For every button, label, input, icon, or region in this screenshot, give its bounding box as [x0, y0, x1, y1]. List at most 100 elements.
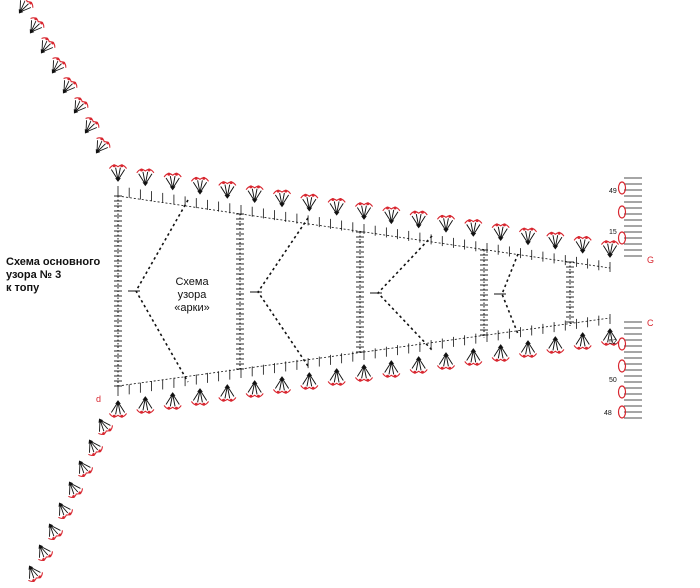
shell-stroke — [466, 349, 481, 363]
shell-stroke — [436, 365, 456, 370]
shell-stroke — [575, 239, 590, 253]
shell-stroke — [78, 467, 93, 477]
shell-stroke — [366, 202, 370, 206]
shell-stroke — [356, 365, 372, 379]
shell-stroke — [411, 357, 426, 371]
shell-stroke — [98, 449, 102, 453]
shell-stroke — [58, 509, 73, 519]
shell-motif — [51, 57, 67, 74]
shell-stroke — [88, 470, 92, 474]
shell-stroke — [411, 214, 426, 227]
shell-motif — [28, 565, 43, 582]
shell-stroke — [306, 372, 313, 376]
shell-stroke — [525, 241, 531, 246]
shell-stroke — [251, 380, 258, 384]
shell-stroke — [142, 182, 149, 187]
shell-stroke — [495, 223, 499, 227]
arch-pattern-caption-line: узора — [177, 289, 207, 301]
shell-stroke — [438, 353, 454, 367]
shell-stroke — [493, 345, 508, 359]
shell-stroke — [247, 188, 262, 202]
shell-stroke — [49, 524, 61, 537]
row-number-52: 52 — [609, 339, 617, 346]
shell-stroke — [78, 460, 84, 465]
shell-stroke — [38, 551, 53, 561]
shell-stroke — [174, 406, 178, 410]
shell-motif — [409, 210, 428, 229]
shell-stroke — [284, 390, 288, 394]
arch-pattern-caption-line: «арки» — [174, 302, 210, 314]
shell-stroke — [413, 210, 417, 214]
shell-motif — [84, 117, 100, 134]
shell-stroke — [256, 185, 260, 189]
shell-stroke — [550, 350, 554, 354]
shell-stroke — [202, 402, 206, 406]
shell-stroke — [331, 198, 335, 202]
shell-stroke — [300, 385, 319, 390]
row-number-50: 50 — [609, 377, 617, 384]
shell-stroke — [138, 171, 153, 185]
shell-stroke — [306, 207, 313, 212]
shell-motif — [38, 544, 53, 561]
shell-stroke — [194, 176, 198, 180]
shell-stroke — [100, 137, 104, 141]
shell-motif — [136, 168, 155, 187]
shell-stroke — [557, 231, 561, 235]
shell-stroke — [438, 218, 454, 231]
shell-stroke — [79, 461, 91, 474]
shell-stroke — [470, 232, 477, 237]
shell-stroke — [142, 396, 149, 400]
shell-stroke — [72, 495, 76, 498]
shell-stroke — [546, 349, 565, 354]
shell-stroke — [518, 353, 538, 358]
shell-stroke — [436, 215, 456, 220]
shell-stroke — [29, 28, 35, 34]
shell-stroke — [245, 185, 264, 191]
shell-stroke — [163, 405, 182, 410]
shell-stroke — [602, 329, 618, 343]
shell-stroke — [41, 40, 54, 53]
shell-stroke — [468, 219, 472, 223]
shell-motif — [108, 400, 128, 418]
shell-stroke — [224, 194, 231, 199]
shell-stroke — [52, 60, 65, 73]
shell-stroke — [520, 230, 536, 244]
shell-motif — [546, 336, 565, 354]
shell-stroke — [584, 236, 588, 240]
shell-stroke — [67, 77, 71, 81]
shell-stroke — [95, 121, 99, 125]
shell-stroke — [18, 8, 24, 14]
shell-stroke — [497, 344, 504, 348]
shell-stroke — [62, 61, 66, 65]
shell-motif — [272, 376, 292, 394]
shell-stroke — [604, 240, 608, 244]
shell-stroke — [74, 97, 89, 108]
shell-motif — [546, 231, 565, 250]
shell-stroke — [386, 374, 390, 378]
shell-stroke — [112, 164, 116, 168]
shell-stroke — [190, 177, 210, 182]
shell-stroke — [19, 0, 32, 13]
shell-stroke — [612, 240, 616, 244]
shell-motif — [518, 340, 538, 358]
shell-stroke — [51, 68, 57, 74]
shell-stroke — [333, 368, 340, 372]
shell-stroke — [48, 523, 54, 528]
shell-stroke — [522, 354, 526, 358]
shell-motif — [88, 439, 103, 456]
shell-stroke — [63, 77, 78, 88]
shell-motif — [163, 172, 182, 191]
shell-stroke — [274, 192, 290, 206]
shell-stroke — [466, 222, 481, 236]
shell-stroke — [415, 224, 422, 229]
shell-stroke — [475, 362, 479, 366]
shell-stroke — [338, 382, 342, 386]
shell-stroke — [224, 384, 231, 388]
shell-stroke — [584, 346, 588, 350]
shell-motif — [68, 481, 83, 498]
shell-stroke — [354, 377, 374, 382]
shell-motif — [108, 164, 128, 182]
shell-stroke — [470, 348, 477, 352]
shell-stroke — [197, 190, 203, 195]
